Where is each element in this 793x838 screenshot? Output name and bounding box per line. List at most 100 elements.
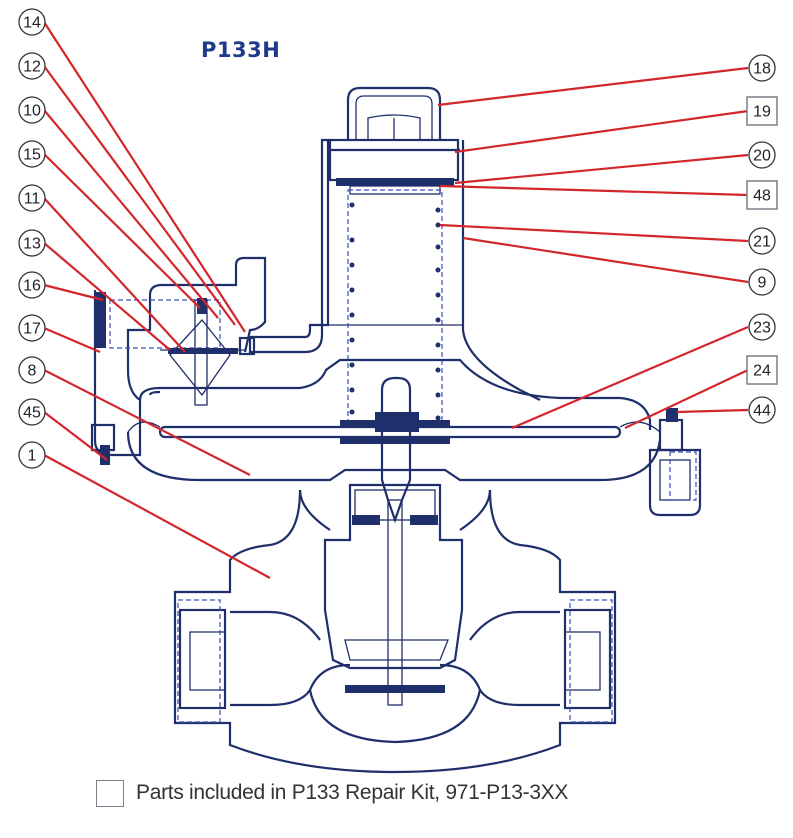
kit-part-box xyxy=(746,355,778,385)
leader-line-18 xyxy=(437,66,749,107)
flange-bolt-right xyxy=(658,418,684,452)
leader-line-9 xyxy=(462,236,749,284)
callout-number: 1 xyxy=(28,448,37,465)
callout-number: 21 xyxy=(753,234,771,251)
callout-number: 18 xyxy=(753,61,771,78)
legend-kit-box xyxy=(96,779,124,807)
part-circle xyxy=(18,398,46,426)
part-circle xyxy=(748,141,776,169)
callout-number: 44 xyxy=(753,403,771,420)
leader-line-10 xyxy=(43,109,219,319)
callout-48: 48 xyxy=(746,180,778,210)
callout-21: 21 xyxy=(748,227,776,255)
part-circle xyxy=(748,227,776,255)
leader-line-45 xyxy=(43,411,108,461)
orifice-assembly xyxy=(323,483,464,670)
leader-line-19 xyxy=(454,109,749,154)
diagram-title: P133H xyxy=(201,38,281,62)
leader-line-21 xyxy=(439,223,749,243)
callout-number: 24 xyxy=(753,363,771,380)
callout-16: 16 xyxy=(18,271,46,299)
part-circle xyxy=(18,184,46,212)
kit-part-box xyxy=(746,180,778,210)
leader-line-48 xyxy=(439,184,749,197)
part-circle xyxy=(18,8,46,36)
leader-line-20 xyxy=(454,153,749,185)
part-circle xyxy=(18,140,46,168)
callout-11: 11 xyxy=(18,184,46,212)
callout-number: 8 xyxy=(28,363,37,380)
part-circle xyxy=(748,268,776,296)
callout-number: 15 xyxy=(23,147,41,164)
leader-line-12 xyxy=(43,65,236,326)
valve-stem xyxy=(380,376,412,524)
callout-10: 10 xyxy=(18,96,46,124)
callout-18: 18 xyxy=(748,54,776,82)
callout-24: 24 xyxy=(746,355,778,385)
spring-case xyxy=(248,138,330,354)
outlet-port xyxy=(563,608,612,710)
relief-cap xyxy=(96,292,106,348)
callout-17: 17 xyxy=(18,314,46,342)
callout-number: 9 xyxy=(758,275,767,292)
callout-20: 20 xyxy=(748,141,776,169)
lower-diaphragm-case xyxy=(126,431,662,482)
closing-cap xyxy=(346,86,442,140)
spring-cap xyxy=(328,138,460,182)
leader-line-11 xyxy=(43,197,186,353)
callout-13: 13 xyxy=(18,229,46,257)
leader-line-15 xyxy=(43,153,201,309)
vent xyxy=(648,448,702,517)
legend-text: Parts included in P133 Repair Kit, 971-P… xyxy=(136,781,569,804)
leader-line-16 xyxy=(43,283,104,302)
leader-line-17 xyxy=(43,326,101,354)
part-circle xyxy=(18,96,46,124)
leader-line-44 xyxy=(676,408,749,414)
relief-spring xyxy=(169,319,231,397)
part-circle xyxy=(18,441,46,469)
part-circle xyxy=(18,356,46,384)
regulator-drawing xyxy=(90,86,702,774)
callout-number: 16 xyxy=(23,278,41,295)
upper-diaphragm-case xyxy=(138,358,652,430)
callout-number: 11 xyxy=(24,191,41,208)
callout-number: 13 xyxy=(23,236,41,253)
callout-44: 44 xyxy=(748,396,776,424)
callout-9: 9 xyxy=(748,268,776,296)
callout-labels: 14 12 10 15 11 13 16 17 8 45 1 18 19 20 48 21 9 23 24 44 xyxy=(18,8,778,469)
part-circle xyxy=(18,271,46,299)
kit-part-box xyxy=(746,96,778,126)
leader-line-14 xyxy=(43,21,246,333)
valve-body xyxy=(173,489,617,774)
callout-number: 20 xyxy=(753,148,771,165)
callout-15: 15 xyxy=(18,140,46,168)
callout-23: 23 xyxy=(748,313,776,341)
leader-line-24 xyxy=(624,369,749,429)
part-circle xyxy=(748,396,776,424)
leader-line-13 xyxy=(43,242,171,351)
leader-line-8 xyxy=(43,369,251,476)
callout-number: 19 xyxy=(753,104,771,121)
callout-number: 17 xyxy=(23,321,41,338)
legend: Parts included in P133 Repair Kit, 971-P… xyxy=(96,778,568,808)
part-circle xyxy=(748,313,776,341)
part-circle xyxy=(748,54,776,82)
leader-line-23 xyxy=(511,325,749,430)
inlet-port xyxy=(178,608,227,710)
callout-number: 45 xyxy=(23,405,41,422)
part-circle xyxy=(18,314,46,342)
callout-number: 12 xyxy=(23,59,41,76)
callout-14: 14 xyxy=(18,8,46,36)
callout-45: 45 xyxy=(18,398,46,426)
callout-number: 10 xyxy=(23,103,41,120)
callout-1: 1 xyxy=(18,441,46,469)
callout-19: 19 xyxy=(746,96,778,126)
part-circle xyxy=(18,52,46,80)
callout-leader-lines xyxy=(43,21,749,579)
spring-coils xyxy=(349,202,441,421)
callout-number: 14 xyxy=(23,15,41,32)
callout-number: 48 xyxy=(753,188,771,205)
part-circle xyxy=(18,229,46,257)
leader-line-1 xyxy=(43,454,271,579)
